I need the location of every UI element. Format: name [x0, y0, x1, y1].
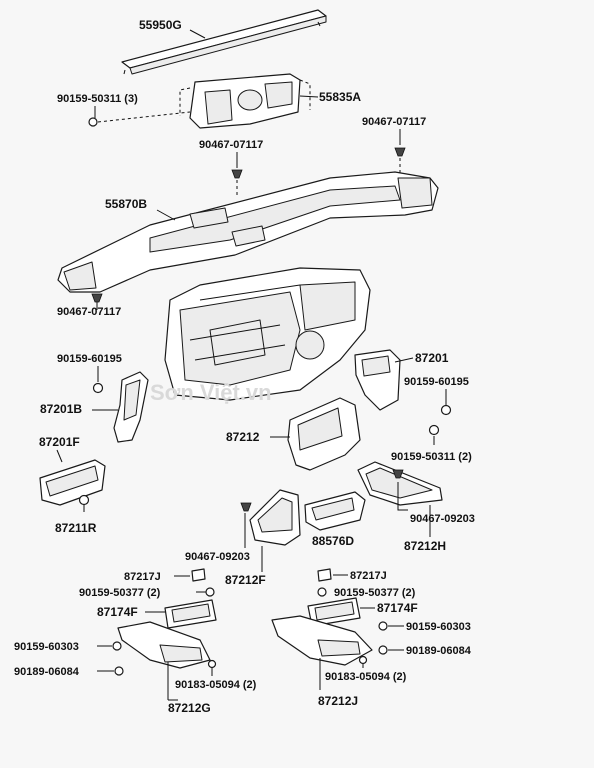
label-90159-50311-3: 90159-50311 (3) [57, 93, 138, 105]
nut-90189-06084-right [378, 645, 388, 655]
label-87174F-right: 87174F [377, 601, 418, 615]
clip-90467-07117-left [91, 293, 103, 303]
label-87211R: 87211R [55, 521, 97, 535]
part-87174F-left [164, 599, 217, 629]
label-90159-50311-2: 90159-50311 (2) [391, 451, 472, 463]
label-87217J-right: 87217J [350, 570, 387, 582]
part-55870B-duct [57, 171, 439, 293]
part-87212J-duct [271, 615, 373, 666]
clip-90467-07117-center [231, 169, 243, 179]
label-90159-60303-right: 90159-60303 [406, 621, 471, 633]
part-87217J-right [317, 568, 332, 582]
part-87201-duct [354, 349, 401, 411]
part-87212G-duct [117, 621, 211, 669]
label-87201F: 87201F [39, 435, 80, 449]
part-87174F-right [307, 597, 361, 627]
label-90159-60303-left: 90159-60303 [14, 641, 79, 653]
part-87201B-duct [113, 371, 149, 443]
label-90467-09203-right: 90467-09203 [410, 513, 475, 525]
part-55950G-strip [121, 9, 327, 75]
label-90159-50377-right: 90159-50377 (2) [334, 587, 416, 599]
label-90183-05094-right: 90183-05094 (2) [325, 671, 407, 683]
part-hvac-unit [164, 267, 371, 401]
part-87212F-duct [249, 489, 301, 546]
label-87212G: 87212G [168, 701, 211, 715]
screw-90159-50377-left [205, 587, 215, 597]
label-90189-06084-left: 90189-06084 [14, 666, 80, 678]
label-90159-60195-left: 90159-60195 [57, 353, 122, 365]
label-87212H: 87212H [404, 539, 446, 553]
watermark: Sơn Việt.vn [150, 380, 272, 405]
label-90467-09203-left: 90467-09203 [185, 551, 250, 563]
screw-90159-50311 [88, 117, 98, 127]
label-55835A: 55835A [319, 90, 361, 104]
label-55870B: 55870B [105, 197, 147, 211]
screw-90159-60195-left [92, 382, 104, 394]
clip-90183-05094-right [358, 655, 368, 665]
label-87201B: 87201B [40, 402, 82, 416]
label-87201: 87201 [415, 351, 449, 365]
part-55835A-duct [189, 73, 301, 129]
clip-90467-09203-right [392, 469, 404, 479]
label-87212J: 87212J [318, 694, 358, 708]
screw-90159-60303-left [112, 641, 122, 651]
label-90467-07117-left: 90467-07117 [57, 306, 121, 318]
label-87217J-left: 87217J [124, 571, 161, 583]
clip-90467-07117-right [394, 147, 406, 157]
screw-90159-60195-right [440, 404, 452, 416]
screw-90159-60303-right [378, 621, 388, 631]
part-88576D-bracket [304, 491, 366, 531]
screw-87211R [78, 494, 90, 512]
nut-90189-06084-left [114, 666, 124, 676]
clip-90467-09203-left [240, 502, 252, 512]
label-90183-05094-left: 90183-05094 (2) [175, 679, 257, 691]
label-87212: 87212 [226, 430, 260, 444]
label-90159-50377-left: 90159-50377 (2) [79, 587, 161, 599]
part-87201F-duct [39, 459, 106, 506]
screw-90159-50311-2 [428, 424, 440, 436]
label-90467-07117-center: 90467-07117 [199, 139, 263, 151]
label-88576D: 88576D [312, 534, 354, 548]
part-87212H-duct [357, 461, 443, 506]
label-87212F: 87212F [225, 573, 266, 587]
part-87212-duct [287, 397, 361, 471]
label-87174F-left: 87174F [97, 605, 138, 619]
screw-90159-50377-right [317, 587, 327, 597]
label-55950G: 55950G [139, 18, 182, 32]
part-87217J-left [191, 568, 206, 582]
clip-90183-05094-left [207, 659, 217, 669]
label-90467-07117-right: 90467-07117 [362, 116, 426, 128]
label-90189-06084-right: 90189-06084 [406, 645, 472, 657]
label-90159-60195-right: 90159-60195 [404, 376, 469, 388]
